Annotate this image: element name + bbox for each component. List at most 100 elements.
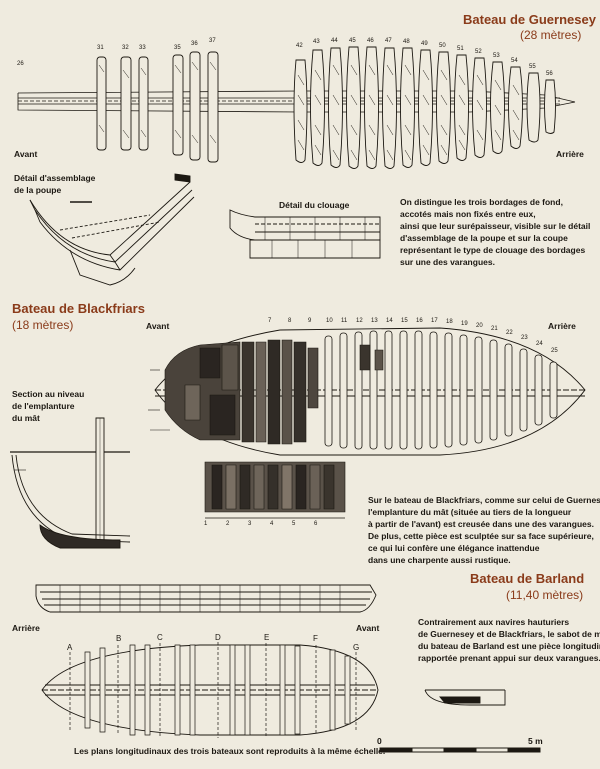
frame-number: 24	[536, 341, 543, 347]
stern-detail-label: Détail d'assemblage de la poupe	[14, 172, 95, 196]
barland-stern-label: Arrière	[12, 623, 40, 633]
blackfriars-length: (18 mètres)	[12, 318, 74, 332]
frame-number: 43	[313, 39, 320, 45]
section-letter: A	[67, 643, 73, 652]
barland-bow-label: Avant	[356, 623, 380, 633]
frame-number: 22	[506, 330, 513, 336]
note-line: représentant le type de clouage des bord…	[400, 245, 586, 255]
barland-title: Bateau de Barland	[470, 571, 585, 586]
note-line: dans une charpente aussi rustique.	[368, 555, 511, 565]
section-letter: D	[215, 633, 221, 642]
frame-number: 46	[367, 38, 374, 44]
blackfriars-note: Sur le bateau de Blackfriars, comme sur …	[368, 494, 600, 566]
scale-start: 0	[377, 736, 382, 746]
section-label-line: du mât	[12, 413, 40, 423]
frame-number: 47	[385, 38, 392, 44]
frame-number: 8	[288, 318, 292, 324]
guernsey-plan-drawing	[0, 0, 600, 200]
frame-number: 12	[356, 318, 363, 324]
frame-number: 52	[475, 49, 482, 55]
frame-number: 17	[431, 318, 438, 324]
frame-number: 1	[204, 521, 208, 527]
note-line: ainsi que leur surépaisseur, visible sur…	[400, 221, 591, 231]
frame-number: 56	[546, 71, 553, 77]
stern-detail-line: de la poupe	[14, 185, 62, 195]
frame-number: 21	[491, 326, 498, 332]
figure-caption: Les plans longitudinaux des trois bateau…	[74, 746, 386, 756]
frame-number: 10	[326, 318, 333, 324]
frame-number: 49	[421, 41, 428, 47]
barland-length: (11,40 mètres)	[506, 588, 584, 602]
section-label-line: de l'emplanture	[12, 401, 75, 411]
blackfriars-title: Bateau de Blackfriars	[12, 301, 145, 316]
frame-number: 6	[314, 521, 318, 527]
frame-number: 7	[268, 318, 272, 324]
frame-number: 14	[386, 318, 393, 324]
frame-number: 42	[296, 43, 303, 49]
frame-number: 44	[331, 38, 338, 44]
frame-number: 53	[493, 53, 500, 59]
stern-detail-line: Détail d'assemblage	[14, 173, 96, 183]
note-line: sur une des varangues.	[400, 257, 495, 267]
stern-assembly-drawing	[0, 0, 600, 300]
frame-number: 23	[521, 335, 528, 341]
frame-number: 19	[461, 321, 468, 327]
frame-number: 5	[292, 521, 296, 527]
section-letter: C	[157, 633, 163, 642]
frame-number: 31	[97, 45, 104, 51]
frame-number: 11	[341, 318, 348, 324]
frame-number: 26	[17, 61, 24, 67]
frame-number: 3	[248, 521, 252, 527]
frame-number: 55	[529, 64, 536, 70]
guernsey-bow-label: Avant	[14, 149, 38, 159]
guernsey-length: (28 mètres)	[520, 28, 582, 42]
frame-number: 50	[439, 43, 446, 49]
note-line: On distingue les trois bordages de fond,	[400, 197, 563, 207]
note-line: d'assemblage de la poupe et sur la coupe	[400, 233, 568, 243]
note-line: accotés mais non fixés entre eux,	[400, 209, 536, 219]
frame-number: 18	[446, 319, 453, 325]
frame-number: 33	[139, 45, 146, 51]
nailing-detail-drawing	[0, 0, 600, 300]
frame-number: 15	[401, 318, 408, 324]
frame-number: 51	[457, 46, 464, 52]
frame-number: 13	[371, 318, 378, 324]
section-letter: F	[313, 634, 318, 643]
mast-section-drawing	[0, 0, 600, 560]
section-letter: E	[264, 633, 270, 642]
scale-end: 5 m	[528, 736, 543, 746]
section-letter: G	[353, 643, 360, 652]
frame-number: 2	[226, 521, 230, 527]
note-line: Sur le bateau de Blackfriars, comme sur …	[368, 495, 600, 505]
frame-number: 35	[174, 45, 181, 51]
frame-number: 32	[122, 45, 129, 51]
note-line: à partir de l'avant) est creusée dans un…	[368, 519, 594, 529]
frame-number: 45	[349, 38, 356, 44]
note-line: Contrairement aux navires hauturiers	[418, 617, 570, 627]
note-line: l'emplanture du mât (située au tiers de …	[368, 507, 572, 517]
guernsey-stern-label: Arrière	[556, 149, 584, 159]
barland-note: Contrairement aux navires hauturiers de …	[418, 616, 600, 664]
guernsey-title: Bateau de Guernesey	[463, 12, 596, 27]
frame-number: 4	[270, 521, 274, 527]
note-line: de Guernesey et de Blackfriars, le sabot…	[418, 629, 600, 639]
note-line: du bateau de Barland est une pièce longi…	[418, 641, 600, 651]
frame-number: 9	[308, 318, 312, 324]
frame-number: 54	[511, 58, 518, 64]
blackfriars-bow-label: Avant	[146, 321, 170, 331]
frame-number: 36	[191, 41, 198, 47]
note-line: rapportée prenant appui sur deux varangu…	[418, 653, 600, 663]
frame-number: 37	[209, 38, 216, 44]
blackfriars-plan-drawing	[0, 0, 600, 560]
section-label-line: Section au niveau	[12, 389, 85, 399]
nailing-detail-label: Détail du clouage	[279, 200, 350, 210]
frame-number: 16	[416, 318, 423, 324]
mast-section-label: Section au niveau de l'emplanture du mât	[12, 388, 84, 424]
note-line: ce qui lui confère une élégance inattend…	[368, 543, 540, 553]
frame-number: 20	[476, 323, 483, 329]
blackfriars-stern-label: Arrière	[548, 321, 576, 331]
section-letter: B	[116, 634, 122, 643]
note-line: De plus, cette pièce est sculptée sur sa…	[368, 531, 594, 541]
frame-number: 48	[403, 39, 410, 45]
